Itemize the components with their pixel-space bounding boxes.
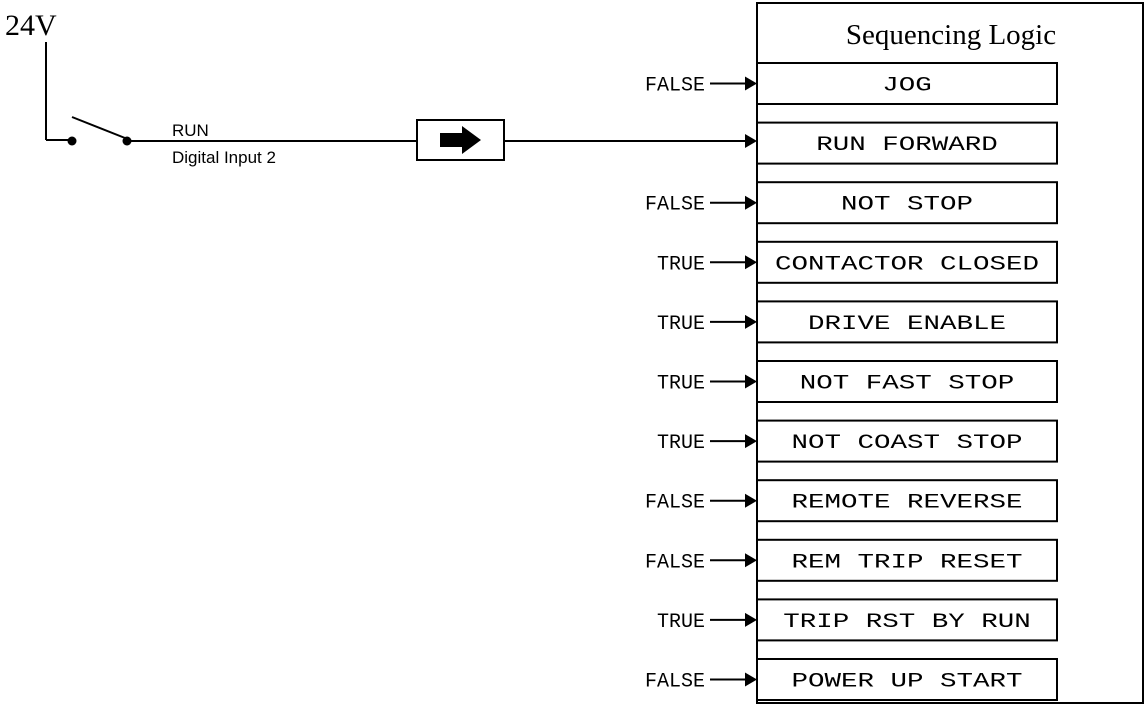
input-label: NOT STOP — [841, 194, 973, 217]
input-row-contactor-closed: CONTACTOR CLOSED TRUE — [657, 240, 1058, 284]
input-value: TRUE — [657, 373, 705, 396]
input-arrow-icon — [745, 255, 757, 270]
input-row-not-fast-stop: NOT FAST STOP TRUE — [657, 360, 1058, 403]
input-label: DRIVE ENABLE — [808, 313, 1006, 336]
input-label: NOT FAST STOP — [800, 373, 1015, 396]
input-value: FALSE — [645, 551, 705, 574]
input-row-run-forward: RUN FORWARD — [756, 121, 1058, 165]
input-label: RUN FORWARD — [816, 134, 998, 157]
block-inputs: JOG FALSE RUN FORWARD NOT STOP FALSE CONTACTO… — [645, 62, 1058, 701]
input-arrow-icon — [745, 493, 757, 508]
input-box[interactable] — [756, 62, 1058, 105]
input-value: TRUE — [657, 253, 705, 276]
input-box[interactable] — [756, 538, 1058, 582]
input-box[interactable] — [756, 658, 1058, 701]
input-arrow-icon — [745, 553, 757, 568]
digital-input-label: Digital Input 2 — [172, 148, 276, 167]
input-value: FALSE — [645, 194, 705, 217]
switch-contact-left — [67, 136, 77, 146]
input-box[interactable] — [756, 240, 1058, 284]
input-label: NOT COAST STOP — [792, 432, 1023, 455]
input-value: FALSE — [645, 75, 705, 98]
input-box[interactable] — [756, 360, 1058, 403]
input-label: TRIP RST BY RUN — [783, 611, 1031, 634]
input-value: TRUE — [657, 611, 705, 634]
input-value: FALSE — [645, 671, 705, 694]
input-row-trip-rst-by-run: TRIP RST BY RUN TRUE — [657, 598, 1058, 642]
input-value: TRUE — [657, 432, 705, 455]
input-arrow-icon — [745, 434, 757, 449]
input-value: FALSE — [645, 492, 705, 515]
input-row-power-up-start: POWER UP START FALSE — [645, 658, 1058, 701]
input-arrow-icon — [745, 76, 757, 91]
input-label: CONTACTOR CLOSED — [775, 253, 1039, 276]
input-arrow-icon — [745, 612, 757, 627]
input-arrow-icon — [745, 672, 757, 687]
sequencing-logic-block — [756, 2, 1144, 704]
input-row-jog: JOG FALSE — [645, 62, 1058, 105]
input-row-drive-enable: DRIVE ENABLE TRUE — [657, 300, 1058, 344]
input-label: JOG — [882, 75, 932, 98]
input-row-rem-trip-reset: REM TRIP RESET FALSE — [645, 538, 1058, 582]
input-box[interactable] — [756, 419, 1058, 463]
input-arrow-icon — [745, 195, 757, 210]
input-row-not-coast-stop: NOT COAST STOP TRUE — [657, 419, 1058, 463]
signal-buffer-block — [416, 119, 505, 161]
input-box[interactable] — [756, 300, 1058, 344]
input-value: TRUE — [657, 313, 705, 336]
input-arrow-icon — [745, 374, 757, 389]
supply-label: 24V — [5, 9, 57, 42]
input-label: REM TRIP RESET — [792, 551, 1023, 574]
right-arrow-icon — [440, 126, 481, 154]
input-label: POWER UP START — [792, 671, 1023, 694]
run-forward-arrow-icon — [745, 134, 757, 148]
input-label: REMOTE REVERSE — [792, 492, 1023, 515]
input-arrow-icon — [745, 314, 757, 329]
input-box[interactable] — [756, 121, 1058, 165]
run-signal-label: RUN — [172, 121, 209, 140]
input-box[interactable] — [756, 598, 1058, 642]
input-row-remote-reverse: REMOTE REVERSE FALSE — [645, 479, 1058, 523]
switch-lever — [71, 116, 126, 139]
input-row-not-stop: NOT STOP FALSE — [645, 181, 1058, 225]
block-title: Sequencing Logic — [846, 19, 1056, 51]
run-switch[interactable] — [67, 116, 132, 146]
input-box[interactable] — [756, 479, 1058, 523]
